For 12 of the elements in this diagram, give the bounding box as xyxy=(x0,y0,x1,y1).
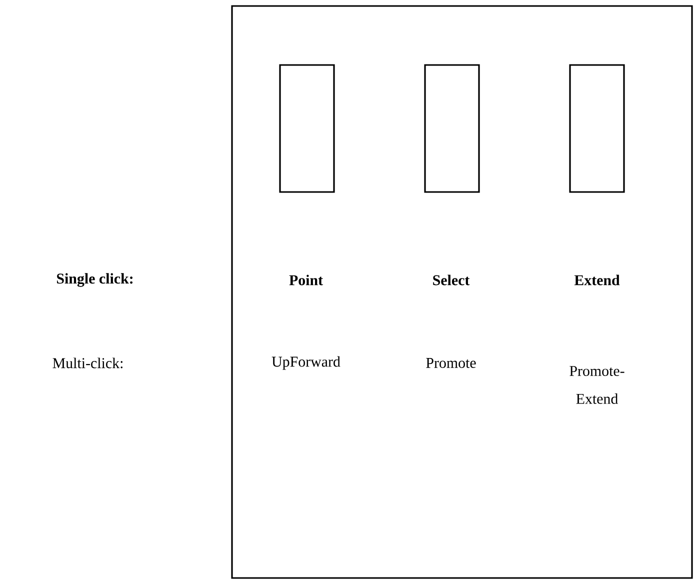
mouse-button xyxy=(569,64,625,193)
mouse-body xyxy=(231,5,693,579)
mouse-button xyxy=(279,64,335,193)
label: Select xyxy=(433,274,470,286)
label: Single click: xyxy=(57,273,132,287)
label: Promote-Extend xyxy=(570,366,624,404)
label: Multi-click: xyxy=(52,358,122,368)
label: UpForward xyxy=(272,356,340,370)
label: Point xyxy=(289,274,323,286)
label: Extend xyxy=(574,274,620,286)
label: Promote xyxy=(426,358,476,368)
mouse-button xyxy=(424,64,480,193)
